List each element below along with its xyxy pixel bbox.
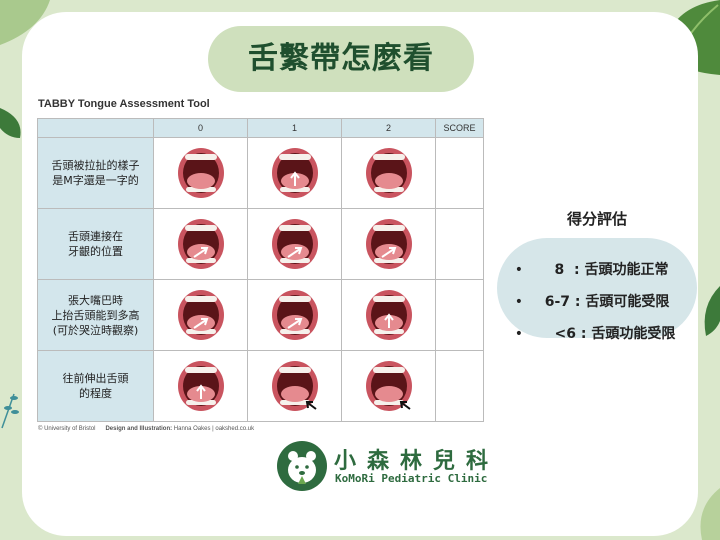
table-title: TABBY Tongue Assessment Tool [38,98,210,110]
score-item-text: 6-7 : 舌頭可能受限 [544,294,670,310]
mouth-illustration [248,217,341,271]
mouth-illustration [342,288,435,342]
score-pill [497,238,697,338]
score-item: • 6-7 : 舌頭可能受限 [505,275,670,311]
header-blank [37,118,154,138]
mouth-illustration [154,217,247,271]
leaf-bottom-right-icon [700,488,720,540]
score-item: • 8 : 舌頭功能正常 [505,243,669,279]
score-cell[interactable] [435,279,484,351]
credit-design-value: Hanna Oakes | oakshed.co.uk [173,426,255,432]
row-label: 往前伸出舌頭 的程度 [37,350,154,422]
row-label: 張大嘴巴時 上抬舌頭能到多高 (可於哭泣時觀察) [37,279,154,351]
mouth-illustration [248,359,341,413]
mouth-illustration [154,146,247,200]
mouth-illustration [248,146,341,200]
row-label: 舌頭連接在 牙齦的位置 [37,208,154,280]
header-score-2: 2 [341,118,436,138]
credit-design-label: Design and Illustration: [105,426,173,432]
leaf-top-left-icon [0,0,50,45]
mouth-drawing [365,361,412,411]
score-cell[interactable] [435,137,484,209]
mouth-illustration-cell [341,350,436,422]
mouth-illustration-cell [247,208,342,280]
score-item-text: 8 : 舌頭功能正常 [544,262,669,278]
mouth-drawing [271,219,318,269]
sprig-left-icon [1,393,19,429]
mouth-illustration [342,359,435,413]
mouth-illustration-cell [341,208,436,280]
credit-source: © University of Bristol [38,426,96,432]
table-row: 往前伸出舌頭 的程度 [37,350,484,422]
mouth-drawing [177,148,224,198]
row-label: 舌頭被拉扯的樣子 是M字還是一字的 [37,137,154,209]
mouth-drawing [365,219,412,269]
table-row: 舌頭連接在 牙齦的位置 [37,208,484,280]
tabby-table: 0 1 2 SCORE 舌頭被拉扯的樣子 是M字還是一字的 舌頭連接在 牙齦的位… [37,118,484,422]
clinic-name-zh: 小森林兒科 [334,449,500,474]
mouth-illustration-cell [153,208,248,280]
table-header-row: 0 1 2 SCORE [37,118,484,138]
score-item-text: <6 : 舌頭功能受限 [544,326,676,342]
score-cell[interactable] [435,208,484,280]
mouth-drawing [177,361,224,411]
mouth-drawing [365,290,412,340]
mouth-illustration-cell [247,350,342,422]
mouth-drawing [271,148,318,198]
mouth-illustration [248,288,341,342]
mouth-illustration-cell [153,350,248,422]
score-item: • <6 : 舌頭功能受限 [505,307,676,343]
title-pill [208,26,474,92]
clinic-name-en: KoMoRi Pediatric Clinic [335,472,488,485]
clinic-logo-icon [277,441,327,491]
score-heading: 得分評估 [566,210,627,228]
bullet: • [514,294,524,310]
header-score-1: 1 [247,118,342,138]
mouth-drawing [365,148,412,198]
mouth-illustration [342,146,435,200]
score-cell[interactable] [435,350,484,422]
page-title: 舌繫帶怎麼看 [248,41,434,76]
mouth-illustration-cell [153,137,248,209]
mouth-illustration-cell [341,279,436,351]
mouth-drawing [177,290,224,340]
mouth-drawing [177,219,224,269]
bullet: • [514,326,524,342]
image-credit: © University of Bristol Design and Illus… [38,426,254,432]
mouth-illustration [342,217,435,271]
mouth-illustration [154,359,247,413]
bullet: • [514,262,524,278]
mouth-illustration-cell [153,279,248,351]
mouth-illustration [154,288,247,342]
table-row: 張大嘴巴時 上抬舌頭能到多高 (可於哭泣時觀察) [37,279,484,351]
mouth-drawing [271,361,318,411]
mouth-illustration-cell [247,279,342,351]
header-score-0: 0 [153,118,248,138]
mouth-drawing [271,290,318,340]
header-score: SCORE [435,118,484,138]
leaf-right-mid-icon [704,286,720,336]
mouth-illustration-cell [341,137,436,209]
mouth-illustration-cell [247,137,342,209]
table-row: 舌頭被拉扯的樣子 是M字還是一字的 [37,137,484,209]
leaf-left-icon [0,108,21,138]
